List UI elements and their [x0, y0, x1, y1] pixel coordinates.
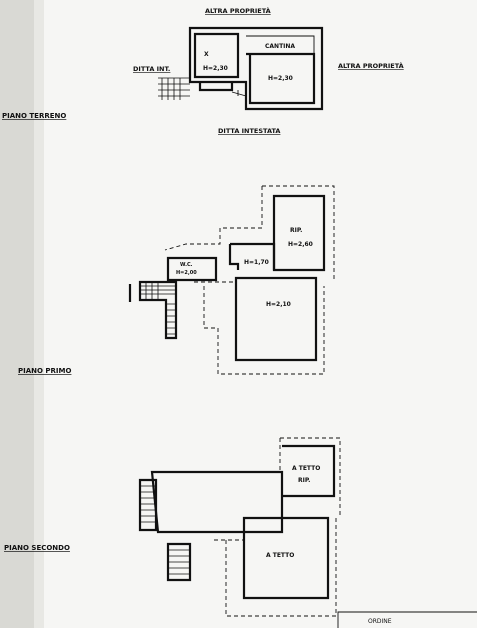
- second-floor-plan: A TETTO RIP. A TETTO PIANO SECONDO: [4, 437, 341, 617]
- first-dashed-envelope: [164, 185, 335, 280]
- first-wc-label: W.C.: [180, 262, 193, 268]
- ground-entrance-steps: [158, 77, 247, 100]
- first-main-room-height: H=2,10: [266, 301, 291, 308]
- left-neighbor-label: DITTA INT.: [133, 65, 170, 73]
- right-neighbor-label: ALTRA PROPRIETÀ: [338, 61, 404, 70]
- scan-edge-noise: [0, 0, 44, 628]
- second-staircase: [138, 478, 192, 582]
- first-corridor-height: H=1,70: [244, 259, 269, 266]
- first-wc-wall: [166, 256, 218, 282]
- first-corridor-wall: [228, 242, 276, 270]
- bottom-neighbor-label: DITTA INTESTATA: [218, 127, 280, 135]
- ground-big-room-height: H=2,30: [268, 75, 293, 82]
- second-tetto-big-label: A TETTO: [266, 552, 294, 559]
- ground-outer-wall: [188, 26, 324, 111]
- first-staircase: [128, 280, 178, 340]
- second-dashed-lower: [214, 518, 337, 617]
- second-roof-area-wall: [150, 470, 284, 534]
- first-floor-plan: RIP. H=2,60 W.C. H=2,00 H=1,70 H=2,10 PI…: [18, 185, 335, 375]
- ground-small-room-wall: [193, 32, 240, 79]
- first-dashed-lower: [194, 281, 325, 375]
- order-box-label: ORDINE: [368, 618, 392, 625]
- second-tetto-big-wall: [242, 516, 330, 600]
- first-rip-height: H=2,60: [288, 241, 313, 248]
- ground-small-room-height: H=2,30: [203, 65, 228, 72]
- floor-first-label: PIANO PRIMO: [18, 367, 71, 375]
- top-neighbor-label: ALTRA PROPRIETÀ: [205, 6, 271, 15]
- second-dashed-envelope: [279, 437, 341, 518]
- floor-ground-label: PIANO TERRENO: [2, 112, 66, 120]
- first-rip-label: RIP.: [290, 227, 302, 234]
- first-main-room-wall: [234, 276, 318, 362]
- order-box: ORDINE: [337, 611, 477, 628]
- second-tetto-small-label: A TETTO: [292, 465, 320, 472]
- floor-second-label: PIANO SECONDO: [4, 544, 70, 552]
- ground-floor-plan: ALTRA PROPRIETÀ ALTRA PROPRIETÀ DITTA IN…: [2, 6, 404, 135]
- second-tetto-small-wall: [282, 444, 336, 498]
- ground-big-room-wall: [246, 52, 316, 105]
- ground-cantina-label: CANTINA: [265, 43, 295, 50]
- first-wc-height: H=2,00: [176, 270, 197, 276]
- second-tetto-small-rip: RIP.: [298, 477, 310, 484]
- ground-small-room-mark: X: [204, 51, 209, 58]
